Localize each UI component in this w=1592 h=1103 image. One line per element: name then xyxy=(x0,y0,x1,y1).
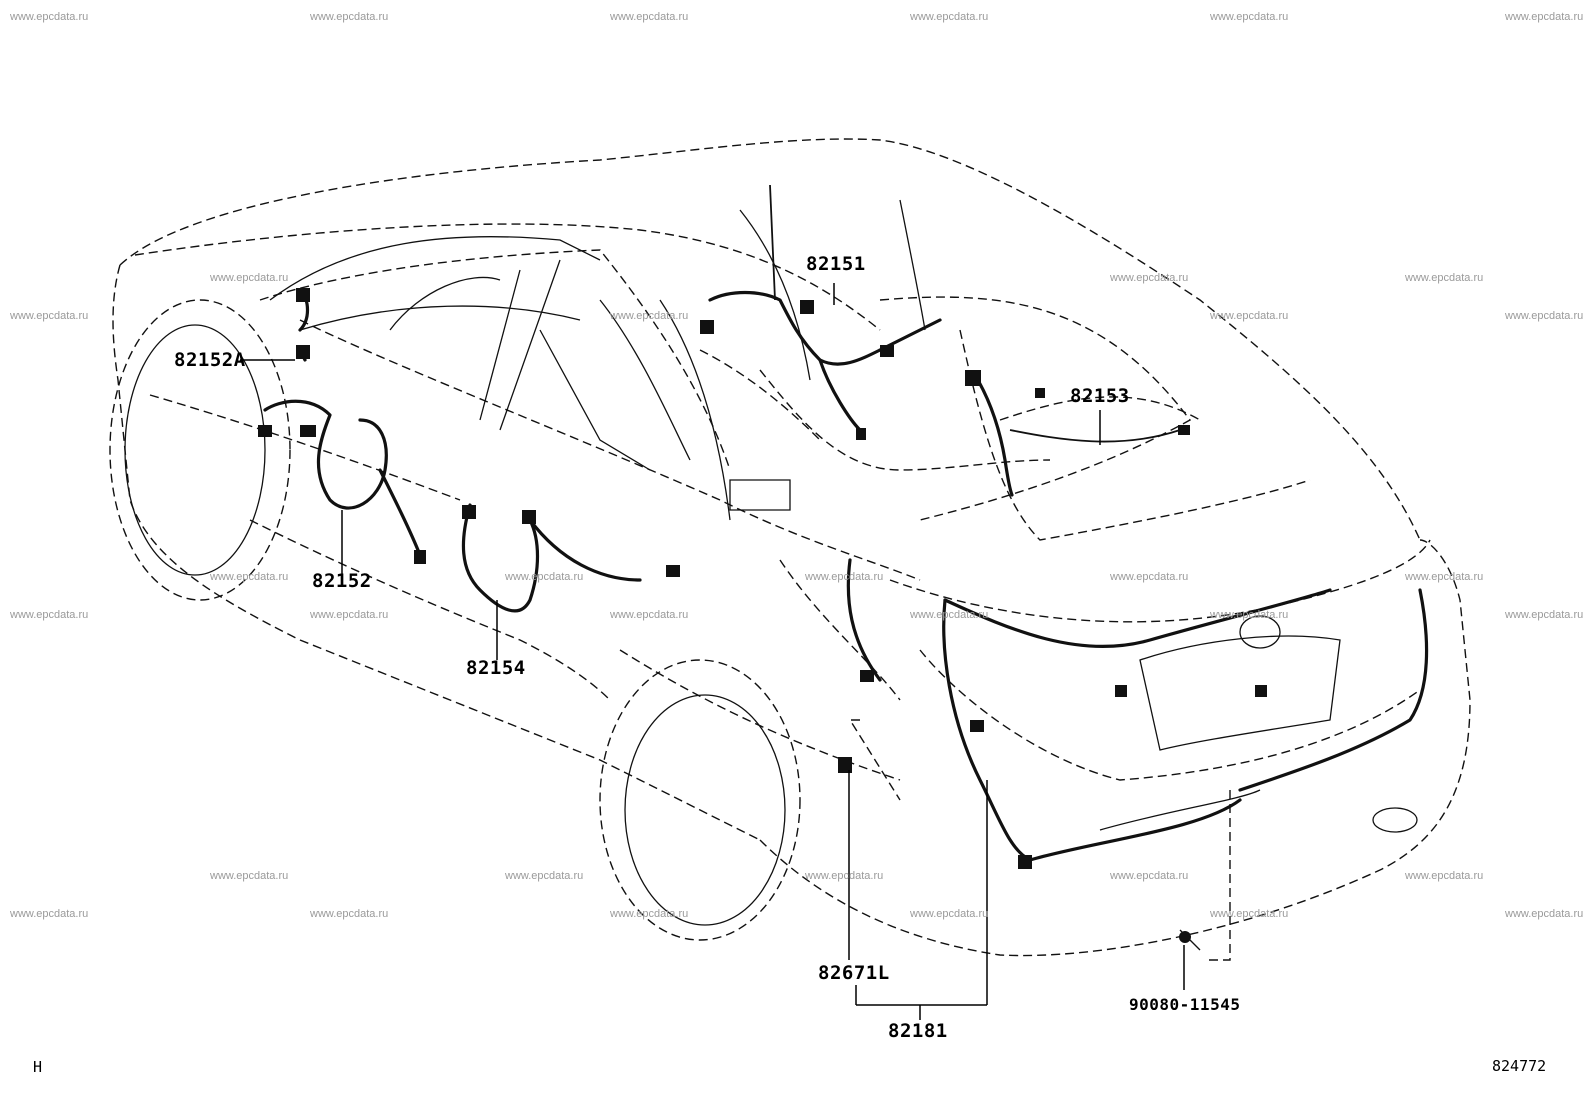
part-label-82152[interactable]: 82152 xyxy=(312,570,372,592)
trunk-outline xyxy=(1099,615,1418,833)
watermark: www.epcdata.ru xyxy=(210,272,289,284)
watermark: www.epcdata.ru xyxy=(1405,571,1484,583)
watermark: www.epcdata.ru xyxy=(10,11,89,23)
watermark: www.epcdata.ru xyxy=(1505,310,1584,322)
watermark: www.epcdata.ru xyxy=(1405,870,1484,882)
watermark: www.epcdata.ru xyxy=(610,11,689,23)
watermark: www.epcdata.ru xyxy=(310,609,389,621)
watermark: www.epcdata.ru xyxy=(210,571,289,583)
interior-outline xyxy=(269,199,926,521)
corner-code-left: H xyxy=(33,1058,43,1076)
part-label-82154[interactable]: 82154 xyxy=(466,657,526,679)
front-wheel xyxy=(109,299,291,601)
harness-82151 xyxy=(700,184,942,440)
watermark: www.epcdata.ru xyxy=(1210,11,1289,23)
watermark: www.epcdata.ru xyxy=(10,908,89,920)
harness-82152A xyxy=(296,288,310,332)
part-label-82181[interactable]: 82181 xyxy=(888,1020,948,1042)
watermark: www.epcdata.ru xyxy=(505,870,584,882)
part-label-90080-11545[interactable]: 90080-11545 xyxy=(1129,995,1241,1014)
watermark: www.epcdata.ru xyxy=(1505,908,1584,920)
watermark: www.epcdata.ru xyxy=(1505,609,1584,621)
watermark: www.epcdata.ru xyxy=(610,609,689,621)
watermark: www.epcdata.ru xyxy=(910,908,989,920)
watermark: www.epcdata.ru xyxy=(910,11,989,23)
part-label-82152a[interactable]: 82152A xyxy=(174,349,246,371)
watermark: www.epcdata.ru xyxy=(1210,310,1289,322)
leader-lines xyxy=(240,283,1185,1020)
watermark: www.epcdata.ru xyxy=(1110,571,1189,583)
watermark: www.epcdata.ru xyxy=(610,908,689,920)
watermark: www.epcdata.ru xyxy=(610,310,689,322)
part-label-82151[interactable]: 82151 xyxy=(806,253,866,275)
part-label-82153[interactable]: 82153 xyxy=(1070,385,1130,407)
car-body-outline xyxy=(112,138,1471,957)
harness-82154 xyxy=(461,503,680,613)
grommet-82671L xyxy=(838,757,852,773)
corner-code-right: 824772 xyxy=(1492,1057,1547,1075)
bolt-90080-11545 xyxy=(1179,929,1201,951)
watermark: www.epcdata.ru xyxy=(310,11,389,23)
watermark: www.epcdata.ru xyxy=(910,609,989,621)
watermark: www.epcdata.ru xyxy=(310,908,389,920)
watermark: www.epcdata.ru xyxy=(505,571,584,583)
watermark: www.epcdata.ru xyxy=(210,870,289,882)
watermark: www.epcdata.ru xyxy=(1110,870,1189,882)
watermark: www.epcdata.ru xyxy=(1110,272,1189,284)
watermark: www.epcdata.ru xyxy=(805,870,884,882)
watermark: www.epcdata.ru xyxy=(1505,11,1584,23)
watermark: www.epcdata.ru xyxy=(10,609,89,621)
watermark: www.epcdata.ru xyxy=(1405,272,1484,284)
rear-wheel xyxy=(599,659,801,941)
watermark: www.epcdata.ru xyxy=(1210,609,1289,621)
watermark: www.epcdata.ru xyxy=(10,310,89,322)
harness-82153 xyxy=(965,370,1190,497)
harness-82152 xyxy=(258,345,426,564)
watermark: www.epcdata.ru xyxy=(805,571,884,583)
watermark: www.epcdata.ru xyxy=(1210,908,1289,920)
harness-82181 xyxy=(846,558,1429,869)
part-label-82671l[interactable]: 82671L xyxy=(818,962,890,984)
